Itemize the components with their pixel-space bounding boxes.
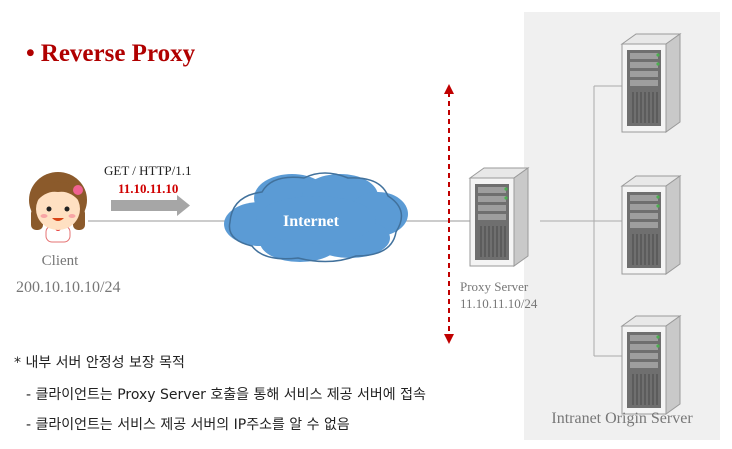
proxy-server-icon [469, 167, 529, 267]
client-ip: 200.10.10.10/24 [16, 279, 121, 296]
title-bullet: • [26, 40, 35, 67]
network-boundary-divider [444, 84, 454, 344]
origin-server-2-icon [621, 175, 681, 275]
notes-item: - 클라이언트는 서비스 제공 서버의 IP주소를 알 수 없음 [26, 417, 350, 433]
internet-label: Internet [283, 213, 340, 230]
notes-heading: * 내부 서버 안정성 보장 목적 [14, 355, 185, 371]
request-arrow [111, 195, 190, 216]
client-avatar-icon [29, 172, 87, 243]
title-text: Reverse Proxy [40, 40, 196, 67]
client-label: Client [41, 253, 79, 269]
internet-cloud-icon [224, 172, 408, 263]
notes-item: - 클라이언트는 Proxy Server 호출을 통해 서비스 제공 서버에 … [26, 387, 426, 403]
origin-server-3-icon [621, 315, 681, 415]
page-title: •Reverse Proxy [26, 40, 195, 68]
request-target-ip: 11.10.11.10 [118, 181, 179, 196]
proxy-server-label: Proxy Server [460, 279, 529, 294]
origin-server-1-icon [621, 33, 681, 133]
intranet-origin-label: Intranet Origin Server [551, 410, 693, 427]
request-line: GET / HTTP/1.1 [104, 163, 192, 178]
proxy-origin-links [540, 85, 622, 357]
proxy-server-ip: 11.10.11.10/24 [460, 296, 538, 311]
